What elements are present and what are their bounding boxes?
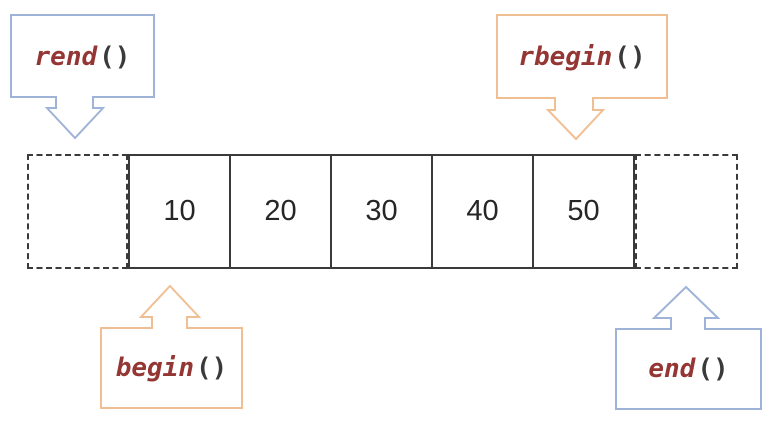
array-sentinel-past-end [635, 154, 738, 269]
array-cell: 30 [332, 156, 433, 267]
begin-callout-shape [100, 284, 243, 409]
array-sentinel-before-begin [27, 154, 128, 269]
begin-up-arrow-outline [100, 284, 243, 409]
array-cell: 20 [231, 156, 332, 267]
rend-callout-shape [10, 14, 155, 140]
array-row: 10 20 30 40 50 [128, 154, 635, 269]
rend-down-arrow-outline [10, 14, 155, 140]
end-callout-shape [615, 285, 762, 410]
array-cell: 50 [567, 195, 600, 227]
rbegin-down-arrow-outline [496, 14, 668, 141]
array-cell: 10 [130, 156, 231, 267]
end-up-arrow-outline [615, 285, 762, 410]
rbegin-callout-shape [496, 14, 668, 141]
array-cell: 40 [433, 156, 534, 267]
